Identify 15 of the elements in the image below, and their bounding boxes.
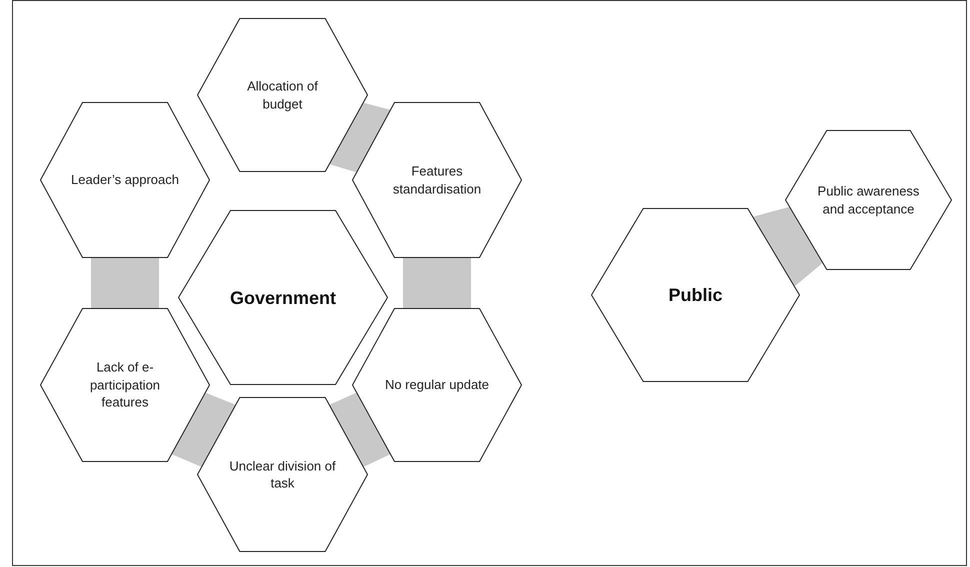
connector-band <box>91 258 159 308</box>
hexagon-heading: Government <box>228 286 338 310</box>
connector-band <box>330 392 390 467</box>
hexagon-label: Allocation of budget <box>246 77 319 113</box>
connector-band <box>752 207 823 286</box>
hexagon-label: Leader’s approach <box>70 171 180 189</box>
hexagon-label: No regular update <box>384 376 490 394</box>
hexagon-label: Public awareness and acceptance <box>816 182 920 218</box>
hexagon-label: Unclear division of task <box>228 456 337 492</box>
hexagon-label: Lack of e-participation features <box>88 358 162 412</box>
connector-band <box>403 258 471 308</box>
connector-band <box>330 102 390 172</box>
connector-band <box>172 392 236 467</box>
hexagon-heading: Public <box>667 284 724 307</box>
hexagon-label: Features standardisation <box>392 162 482 198</box>
